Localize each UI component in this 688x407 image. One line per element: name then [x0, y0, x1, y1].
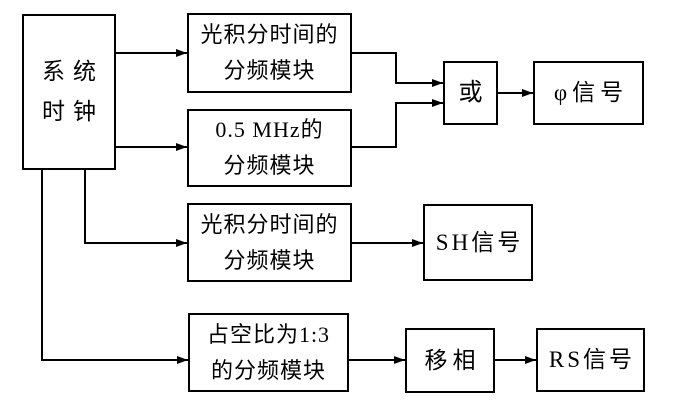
rs-signal-label: RS信号	[548, 347, 636, 372]
mhz-divider-label: 0.5 MHz的	[215, 117, 324, 142]
phi-signal-box: φ信号	[533, 61, 644, 125]
optint-divider-2-box: 光积分时间的分频模块	[187, 203, 352, 282]
or-gate-box: 或	[443, 61, 498, 125]
edge-clock-to-optint-divider-2	[84, 170, 187, 247]
system-clock-label: 系统	[42, 59, 104, 84]
system-clock-label: 时钟	[42, 99, 104, 124]
optint-divider-1-label: 光积分时间的	[200, 22, 339, 47]
mhz-divider-label: 分频模块	[223, 153, 316, 178]
phi-signal-label: φ信号	[553, 80, 629, 105]
system-clock-box: 系统时钟	[22, 14, 116, 170]
phase-shift-label: 移相	[424, 347, 481, 373]
edge-mhz-divider-to-or	[352, 99, 443, 148]
duty-divider-box: 占空比为1:3 的分频模块	[188, 313, 349, 392]
edge-clock-to-duty-divider	[41, 170, 188, 364]
optint-divider-2-label: 分频模块	[223, 247, 316, 273]
mhz-divider-box: 0.5 MHz的分频模块	[187, 109, 352, 187]
sh-signal-box: SH信号	[423, 204, 533, 281]
optint-divider-2-label: 光积分时间的	[200, 211, 339, 237]
duty-divider-label: 的分频模块	[210, 357, 326, 383]
rs-signal-box: RS信号	[536, 328, 645, 392]
phase-shift-box: 移相	[405, 328, 495, 393]
edge-optint-divider-1-to-or	[352, 52, 443, 87]
optint-divider-1-label: 分频模块	[223, 58, 316, 83]
or-gate-label: 或	[458, 80, 483, 106]
duty-divider-label: 占空比为1:3	[206, 321, 331, 347]
sh-signal-label: SH信号	[435, 229, 524, 255]
optint-divider-1-box: 光积分时间的分频模块	[187, 13, 352, 93]
